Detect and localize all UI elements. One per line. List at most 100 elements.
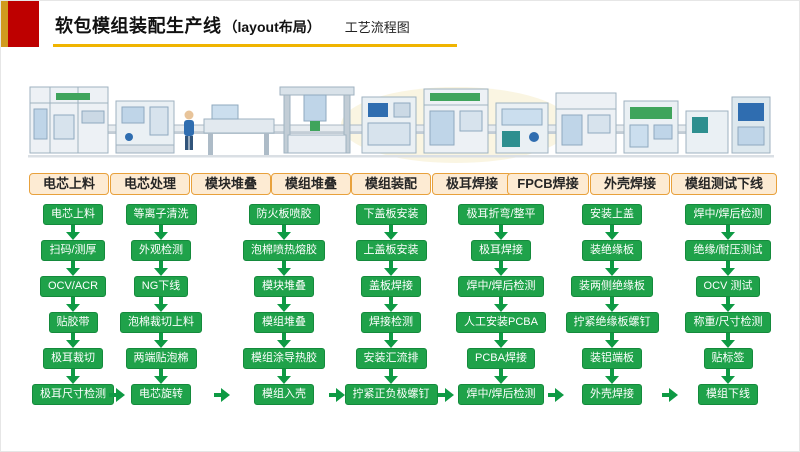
stage-header-case-welding: 外壳焊接 [590, 173, 670, 195]
down-arrow-icon [493, 369, 509, 384]
flow-step: 等离子清洗 [125, 204, 197, 225]
down-arrow-icon [383, 369, 399, 384]
down-arrow-icon [153, 297, 169, 312]
down-arrow-icon [720, 225, 736, 240]
down-arrow-icon [153, 225, 169, 240]
stage-header-module-stacking: 模组堆叠 [271, 173, 351, 195]
flow-step: 装绝缘板 [582, 240, 642, 261]
right-arrow-icon [662, 388, 679, 402]
down-arrow-icon [493, 333, 509, 348]
flow-step: 防火板喷胶 [248, 204, 320, 225]
down-arrow-icon [720, 297, 736, 312]
flow-step: 模组入壳 [254, 384, 314, 405]
flow-step: 模块堆叠 [254, 276, 314, 297]
down-arrow-icon [383, 297, 399, 312]
down-arrow-icon [604, 297, 620, 312]
corner-accent-gold [1, 1, 8, 47]
flow-step: 电芯旋转 [131, 384, 191, 405]
flow-column-6: 安装上盖 装绝缘板 装两侧绝缘板 拧紧绝缘板螺钉 装铝端板 外壳焊接 [552, 204, 672, 405]
down-arrow-icon [65, 225, 81, 240]
down-arrow-icon [276, 297, 292, 312]
flow-step: 装铝端板 [582, 348, 642, 369]
flow-column-2: 等离子清洗 外观检测 NG下线 泡棉裁切上料 两端贴泡棉 电芯旋转 [101, 204, 221, 405]
flow-step: 焊中/焊后检测 [458, 276, 544, 297]
flow-column-5: 极耳折弯/整平 极耳焊接 焊中/焊后检测 人工安装PCBA PCBA焊接 焊中/… [441, 204, 561, 405]
flow-step: 人工安装PCBA [456, 312, 546, 333]
flow-step: 极耳折弯/整平 [458, 204, 544, 225]
flow-step: 模组下线 [698, 384, 758, 405]
production-line-render [28, 86, 774, 163]
flow-step: 称重/尺寸检测 [685, 312, 771, 333]
flow-step: 极耳焊接 [471, 240, 531, 261]
corner-accent-red [8, 1, 39, 47]
down-arrow-icon [604, 225, 620, 240]
flow-column-3: 防火板喷胶 泡棉喷热熔胶 模块堆叠 模组堆叠 模组涂导热胶 模组入壳 [224, 204, 344, 405]
flow-step: 两端贴泡棉 [125, 348, 197, 369]
down-arrow-icon [153, 333, 169, 348]
flow-step: 外观检测 [131, 240, 191, 261]
down-arrow-icon [65, 369, 81, 384]
flow-step: 外壳焊接 [582, 384, 642, 405]
down-arrow-icon [65, 297, 81, 312]
down-arrow-icon [276, 225, 292, 240]
flow-step: 上盖板安装 [355, 240, 427, 261]
stage-header-cell-loading: 电芯上料 [29, 173, 109, 195]
flow-step: 焊接检测 [361, 312, 421, 333]
down-arrow-icon [493, 261, 509, 276]
flow-column-7: 焊中/焊后检测 绝缘/耐压测试 OCV 测试 称重/尺寸检测 贴标签 模组下线 [668, 204, 788, 405]
down-arrow-icon [383, 261, 399, 276]
down-arrow-icon [276, 261, 292, 276]
flow-step: 焊中/焊后检测 [458, 384, 544, 405]
flow-step: 模组堆叠 [254, 312, 314, 333]
down-arrow-icon [720, 369, 736, 384]
flow-step: OCV 测试 [695, 276, 761, 297]
down-arrow-icon [383, 333, 399, 348]
flow-step: 贴标签 [703, 348, 753, 369]
down-arrow-icon [65, 333, 81, 348]
flow-step: 盖板焊接 [361, 276, 421, 297]
down-arrow-icon [720, 261, 736, 276]
flow-step: 拧紧正负极螺钉 [344, 384, 438, 405]
stage-header-tab-welding: 极耳焊接 [432, 173, 512, 195]
flow-step: 拧紧绝缘板螺钉 [565, 312, 659, 333]
stage-header-cell-processing: 电芯处理 [110, 173, 190, 195]
flow-step: 模组涂导热胶 [243, 348, 325, 369]
stage-header-module-test-offline: 模组测试下线 [671, 173, 777, 195]
flow-step: 下盖板安装 [355, 204, 427, 225]
down-arrow-icon [276, 333, 292, 348]
right-arrow-icon [329, 388, 346, 402]
flow-step: 贴胶带 [48, 312, 98, 333]
down-arrow-icon [153, 261, 169, 276]
flow-step: 焊中/焊后检测 [685, 204, 771, 225]
down-arrow-icon [276, 369, 292, 384]
flow-step: 扫码/测厚 [41, 240, 105, 261]
flow-step: OCV/ACR [39, 276, 107, 297]
down-arrow-icon [493, 225, 509, 240]
flow-step: 泡棉喷热熔胶 [243, 240, 325, 261]
flow-step: 安装汇流排 [355, 348, 427, 369]
title-underline [53, 44, 457, 47]
flow-step: 绝缘/耐压测试 [685, 240, 771, 261]
flow-step: 极耳裁切 [43, 348, 103, 369]
right-arrow-icon [109, 388, 126, 402]
down-arrow-icon [153, 369, 169, 384]
flow-column-1: 电芯上料 扫码/测厚 OCV/ACR 贴胶带 极耳裁切 极耳尺寸检测 [13, 204, 133, 405]
down-arrow-icon [604, 261, 620, 276]
stage-header-block-stacking: 模块堆叠 [191, 173, 271, 195]
down-arrow-icon [493, 297, 509, 312]
down-arrow-icon [604, 369, 620, 384]
flow-step: 电芯上料 [43, 204, 103, 225]
right-arrow-icon [214, 388, 231, 402]
flow-step: 安装上盖 [582, 204, 642, 225]
title-bar: 软包模组装配生产线 （layout布局） 工艺流程图 [55, 12, 410, 38]
process-flow-label: 工艺流程图 [344, 20, 410, 35]
right-arrow-icon [438, 388, 455, 402]
flow-step: 泡棉裁切上料 [120, 312, 202, 333]
flow-step: PCBA焊接 [467, 348, 535, 369]
stage-header-module-assembly: 模组装配 [351, 173, 431, 195]
production-line-image [26, 75, 776, 167]
stage-header-fpcb-welding: FPCB焊接 [507, 173, 589, 195]
down-arrow-icon [720, 333, 736, 348]
page-title-layout-note: （layout布局） [223, 19, 321, 35]
